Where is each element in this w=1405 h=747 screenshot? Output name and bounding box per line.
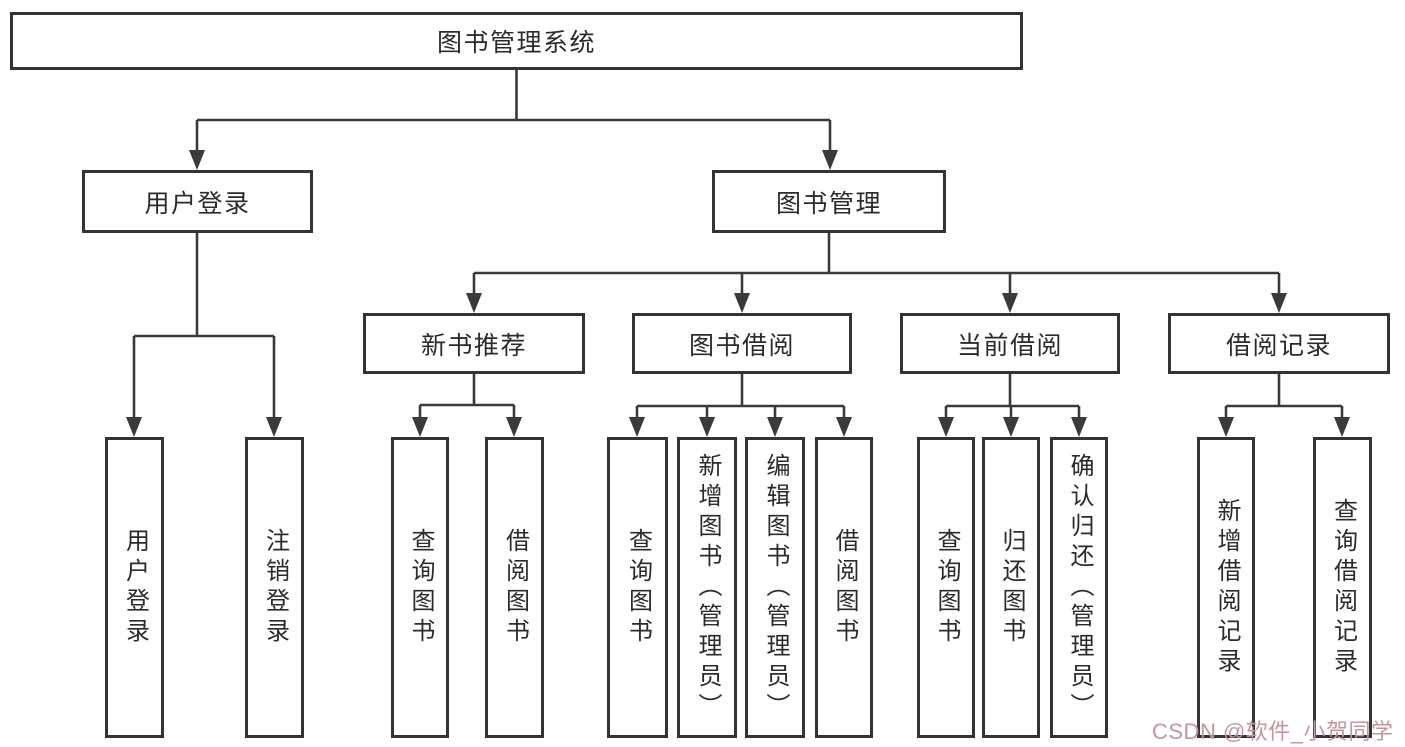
node-label: 用户登录 — [144, 189, 251, 218]
node-borrowing-records: 借阅记录 — [1168, 313, 1390, 374]
arrowhead — [1218, 417, 1234, 437]
node-label: 借阅图书 — [831, 527, 858, 648]
arrowhead — [767, 417, 783, 437]
node-label: 查询图书 — [407, 527, 434, 648]
node-label: 查询借阅记录 — [1329, 497, 1357, 678]
node-leaf-add-books-admin: 新增图书（管理员） — [677, 437, 737, 738]
node-leaf-query-borrow-record: 查询借阅记录 — [1313, 437, 1372, 738]
arrowhead — [266, 417, 282, 437]
node-leaf-confirm-return-admin: 确认归还（管理员） — [1050, 437, 1108, 738]
node-label: 确认归还（管理员） — [1066, 452, 1093, 723]
arrowhead — [1334, 417, 1350, 437]
node-label: 查询图书 — [933, 527, 960, 648]
node-label: 用户登录 — [121, 527, 149, 648]
arrowhead — [1002, 293, 1018, 313]
arrowhead — [629, 417, 645, 437]
node-label: 图书借阅 — [688, 331, 795, 360]
node-user-login-branch: 用户登录 — [82, 170, 313, 233]
node-label: 新增图书（管理员） — [694, 452, 721, 723]
csdn-watermark: CSDN @软件_小贺同学 — [1152, 719, 1394, 744]
node-new-book-recommend: 新书推荐 — [363, 313, 585, 374]
arrowhead — [1071, 417, 1087, 437]
node-leaf-user-login: 用户登录 — [105, 437, 164, 738]
node-leaf-borrow-books-1: 借阅图书 — [485, 437, 544, 738]
node-current-borrowing: 当前借阅 — [900, 313, 1120, 374]
node-leaf-return-books: 归还图书 — [982, 437, 1040, 738]
node-label: 归还图书 — [998, 527, 1025, 648]
node-leaf-logout: 注销登录 — [245, 437, 304, 738]
arrowhead — [506, 417, 522, 437]
node-leaf-edit-books-admin: 编辑图书（管理员） — [745, 437, 805, 738]
node-leaf-add-borrow-record: 新增借阅记录 — [1197, 437, 1255, 738]
arrowhead — [938, 417, 954, 437]
arrowhead — [822, 150, 838, 170]
node-book-management: 图书管理 — [712, 170, 946, 233]
node-label: 当前借阅 — [956, 331, 1063, 360]
arrowhead — [699, 417, 715, 437]
node-leaf-borrow-books-2: 借阅图书 — [815, 437, 873, 738]
arrowhead — [466, 293, 482, 313]
node-leaf-query-books-1: 查询图书 — [391, 437, 449, 738]
arrowhead — [189, 150, 205, 170]
node-book-borrowing: 图书借阅 — [632, 313, 852, 374]
node-label: 图书管理系统 — [436, 29, 596, 57]
node-label: 图书管理 — [775, 189, 882, 218]
node-label: 查询图书 — [624, 527, 652, 648]
arrowhead — [126, 417, 142, 437]
node-leaf-query-books-2: 查询图书 — [607, 437, 668, 738]
arrowhead — [1271, 293, 1287, 313]
arrowhead — [412, 417, 428, 437]
node-label: 借阅记录 — [1225, 331, 1332, 360]
arrowhead — [836, 417, 852, 437]
node-leaf-query-books-3: 查询图书 — [917, 437, 975, 738]
arrowhead — [1003, 417, 1019, 437]
arrowhead — [734, 293, 750, 313]
node-label: 借阅图书 — [501, 527, 529, 648]
node-label: 编辑图书（管理员） — [762, 452, 789, 723]
node-label: 新书推荐 — [420, 331, 527, 360]
node-book-management-system: 图书管理系统 — [10, 12, 1023, 70]
node-label: 注销登录 — [261, 527, 289, 648]
node-label: 新增借阅记录 — [1213, 497, 1240, 678]
